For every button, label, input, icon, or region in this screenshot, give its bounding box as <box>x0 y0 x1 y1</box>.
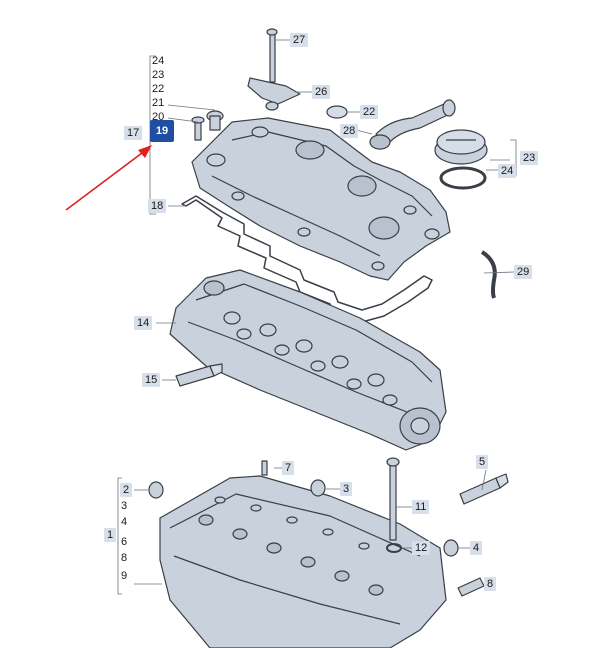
valve-cover-part[interactable] <box>191 117 451 281</box>
label-7[interactable]: 7 <box>282 461 295 475</box>
label-14[interactable]: 14 <box>134 316 153 330</box>
label-22-stack: 22 <box>152 83 165 95</box>
seal-ring-part[interactable] <box>326 105 348 119</box>
label-2[interactable]: 2 <box>120 483 133 497</box>
label-24[interactable]: 24 <box>498 164 517 178</box>
head-bolt-part[interactable] <box>386 457 400 541</box>
label-23[interactable]: 23 <box>520 151 539 165</box>
label-18[interactable]: 18 <box>148 199 167 213</box>
sealant-tube-part[interactable] <box>175 363 223 387</box>
sealant-tube-part-5[interactable] <box>459 473 509 505</box>
label-17[interactable]: 17 <box>124 126 143 140</box>
label-22[interactable]: 22 <box>360 105 379 119</box>
breather-hose-part[interactable] <box>369 99 456 150</box>
cover-gasket-part[interactable] <box>181 195 433 323</box>
label-12[interactable]: 12 <box>412 541 431 555</box>
label-9: 9 <box>121 570 128 582</box>
bracket-part[interactable] <box>247 77 301 105</box>
washer-part[interactable] <box>386 543 402 553</box>
bolt-part[interactable] <box>266 28 278 83</box>
label-26[interactable]: 26 <box>312 85 331 99</box>
plug-part-3[interactable] <box>310 479 326 497</box>
plug-part[interactable] <box>148 481 164 499</box>
label-8[interactable]: 8 <box>484 577 497 591</box>
dowel-pin-part[interactable] <box>261 460 268 476</box>
pointer-arrow <box>65 145 152 211</box>
label-23-stack: 23 <box>152 69 165 81</box>
label-29[interactable]: 29 <box>514 265 533 279</box>
label-11[interactable]: 11 <box>412 500 430 514</box>
plug-part-4[interactable] <box>443 539 459 557</box>
label-6: 6 <box>121 536 128 548</box>
label-3[interactable]: 3 <box>340 482 353 496</box>
label-5[interactable]: 5 <box>476 455 489 469</box>
camshaft-housing-part[interactable] <box>169 269 447 451</box>
label-8-stack: 8 <box>121 552 128 564</box>
label-4-stack: 4 <box>121 516 128 528</box>
label-28[interactable]: 28 <box>340 124 359 138</box>
stud-part[interactable] <box>457 577 485 597</box>
cylinder-head-part[interactable] <box>159 475 447 648</box>
label-24-stack: 24 <box>152 55 165 67</box>
label-21: 21 <box>152 97 165 109</box>
label-3-stack: 3 <box>121 500 128 512</box>
label-19-highlighted[interactable]: 19 <box>150 120 174 142</box>
oil-filler-cap-part[interactable] <box>434 129 488 190</box>
label-4[interactable]: 4 <box>470 541 483 555</box>
label-15[interactable]: 15 <box>142 373 161 387</box>
label-27[interactable]: 27 <box>290 33 309 47</box>
label-1[interactable]: 1 <box>104 528 117 542</box>
vent-hose-part[interactable] <box>480 250 497 299</box>
